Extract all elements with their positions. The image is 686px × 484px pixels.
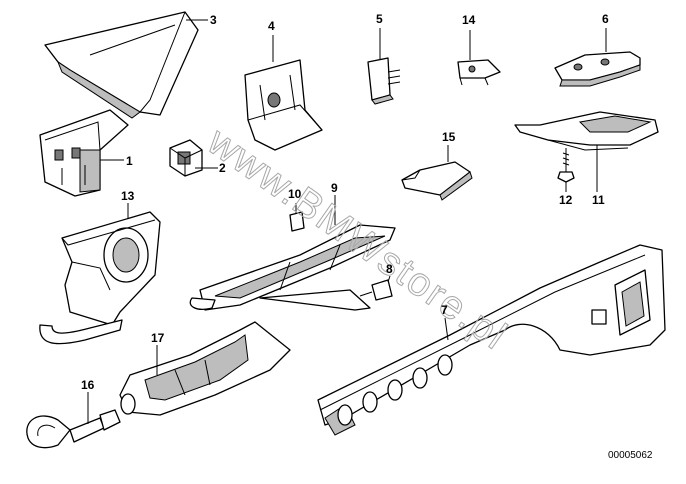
part-7-side-panel <box>317 244 666 436</box>
callout-9: 9 <box>331 181 338 195</box>
part-2-clip <box>169 139 203 177</box>
callout-4: 4 <box>268 19 275 33</box>
callout-10: 10 <box>288 187 302 201</box>
callout-7: 7 <box>441 303 448 317</box>
callout-13: 13 <box>121 189 135 203</box>
part-1-bracket <box>39 109 129 197</box>
callout-15: 15 <box>442 130 456 144</box>
callout-14: 14 <box>462 13 476 27</box>
part-10-clip <box>289 211 305 232</box>
callout-1: 1 <box>126 154 133 168</box>
part-8-fastener <box>359 279 393 301</box>
callout-3: 3 <box>210 13 217 27</box>
watermark-text: www.BMWstore.pl <box>199 119 515 359</box>
part-14-small-bracket <box>457 59 501 86</box>
part-16-eye-bolt <box>26 409 121 449</box>
callout-11: 11 <box>592 193 605 207</box>
part-6-long-bracket <box>554 51 641 87</box>
callout-12: 12 <box>559 193 573 207</box>
leader-lines <box>87 19 607 424</box>
part-9-rail <box>189 224 396 311</box>
part-11-curved-bracket <box>514 111 659 151</box>
part-13-side-panel <box>39 211 161 345</box>
part-12-screw <box>557 148 575 183</box>
callout-8: 8 <box>386 262 393 276</box>
document-number: 00005062 <box>608 450 653 461</box>
part-4-angle-bracket <box>244 59 323 151</box>
callout-16: 16 <box>81 378 95 392</box>
part-15-clip <box>401 161 473 201</box>
part-17-tunnel <box>119 321 291 416</box>
callout-17: 17 <box>151 331 165 345</box>
callout-5: 5 <box>376 12 383 26</box>
part-5-nut-plate <box>367 57 401 105</box>
callout-2: 2 <box>219 161 226 175</box>
part-3-wedge-panel <box>44 11 199 119</box>
callout-6: 6 <box>602 12 609 26</box>
